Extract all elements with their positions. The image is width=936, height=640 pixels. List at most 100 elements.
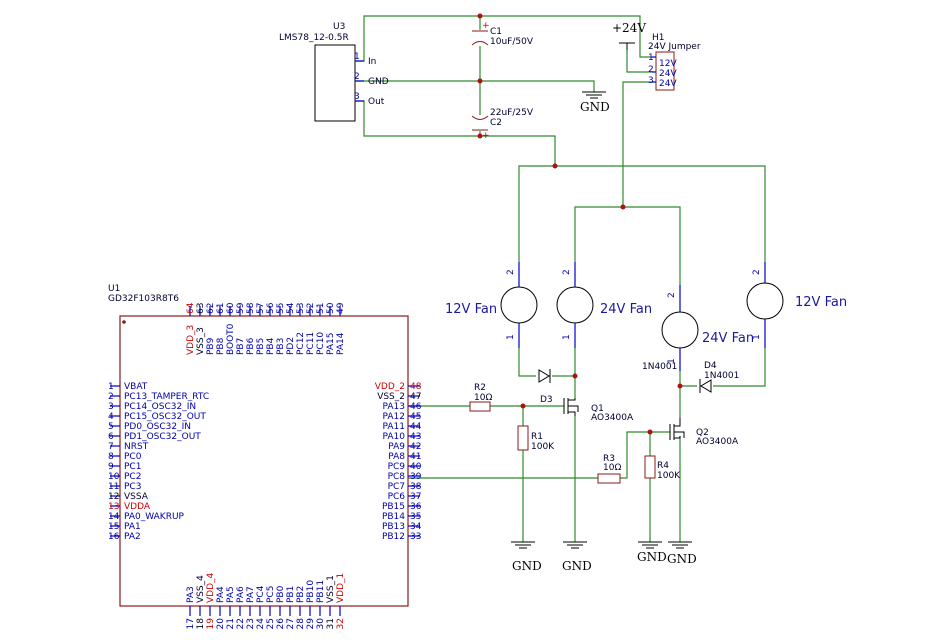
u1-pin-name: PA5 xyxy=(226,586,236,603)
u1-pin-num: 46 xyxy=(410,402,422,412)
d4-ref: D4 xyxy=(704,361,717,371)
u1-pin-num: 7 xyxy=(108,442,114,452)
u1-pin-name: PB13 xyxy=(382,522,405,532)
junction-dots xyxy=(477,13,683,435)
u1-pin-name: PB10 xyxy=(306,580,316,603)
svg-text:2: 2 xyxy=(506,269,516,275)
u1-pin-num: 55 xyxy=(276,303,286,314)
u1-right-pins: 48VDD_247VSS_246PA1345PA1244PA1143PA1042… xyxy=(375,382,422,542)
fan-1[interactable]: 2 1 12V Fan xyxy=(445,262,538,348)
u1-pin-num: 23 xyxy=(246,618,256,629)
svg-text:12V: 12V xyxy=(659,59,677,69)
power-24v-symbol: +24V xyxy=(612,21,646,50)
gnd-symbol-r1: GND xyxy=(511,541,542,573)
u1-pin-num: 21 xyxy=(226,618,236,629)
svg-text:1: 1 xyxy=(752,334,762,340)
fan-2-label: 24V Fan xyxy=(600,302,652,317)
svg-text:GND: GND xyxy=(667,552,697,566)
u1-pin-name: PB4 xyxy=(266,337,276,355)
r4-resistor[interactable]: R4 100K xyxy=(644,455,681,481)
u1-pin-name: VSS_3 xyxy=(196,327,206,355)
u1-pin-name: VSS_2 xyxy=(377,392,405,402)
svg-text:24V: 24V xyxy=(659,69,677,79)
u1-pin-num: 41 xyxy=(410,452,421,462)
u1-pin-num: 1 xyxy=(108,382,114,392)
q1-mosfet[interactable]: Q1 AO3400A xyxy=(563,398,634,423)
r2-value: 10Ω xyxy=(474,393,492,403)
u1-pin-name: PA15 xyxy=(326,333,336,355)
u1-pin-num: 63 xyxy=(196,303,206,314)
d4-value: 1N4001 xyxy=(704,371,739,381)
u1-pin-num: 27 xyxy=(286,618,296,629)
r2-resistor[interactable]: R2 10Ω xyxy=(469,383,492,412)
u1-top-pins: 64VDD_363VSS_362PB961PB860BOOT059PB758PB… xyxy=(186,302,346,355)
h1-jumper[interactable]: H1 24V Jumper 1 12V 2 24V 3 24V xyxy=(648,33,701,91)
u1-pin-num: 25 xyxy=(266,618,276,629)
gnd-symbol-r4: GND xyxy=(637,541,667,564)
u1-pin-name: VSS_1 xyxy=(326,575,336,603)
c2-capacitor[interactable]: + 22uF/25V C2 xyxy=(471,108,534,141)
r4-ref: R4 xyxy=(657,461,669,471)
h1-ref: H1 xyxy=(652,33,665,43)
u1-pin-name: PB7 xyxy=(236,338,246,355)
q1-value: AO3400A xyxy=(591,413,634,423)
u1-pin-name: PB5 xyxy=(256,338,266,355)
u1-pin-name: PB14 xyxy=(382,512,405,522)
fan-3[interactable]: 2 1 24V Fan xyxy=(661,285,754,371)
gnd-symbol-q1: GND xyxy=(562,541,592,573)
r3-resistor[interactable]: R3 10Ω xyxy=(597,454,621,484)
u1-pin-name: BOOT0 xyxy=(226,323,236,355)
u1-pin-num: 60 xyxy=(226,302,236,314)
d4-diode[interactable]: D4 1N4001 1N4001 xyxy=(642,361,739,393)
fan-2[interactable]: 2 1 24V Fan xyxy=(556,262,652,348)
wires xyxy=(356,15,766,542)
gnd-symbol-top: GND xyxy=(580,91,610,114)
u1-pin-name: PB2 xyxy=(296,586,306,603)
u1-pin-num: 14 xyxy=(108,512,120,522)
u1-pin-name: PB9 xyxy=(206,337,216,355)
u1-pin-name: PB1 xyxy=(286,586,296,603)
u1-pin-num: 15 xyxy=(108,522,119,532)
gnd-symbol-q2: GND xyxy=(667,541,697,566)
u1-pin-num: 52 xyxy=(306,303,316,314)
u1-pin-name: PB15 xyxy=(382,502,405,512)
svg-text:GND: GND xyxy=(512,559,542,573)
u1-pin-name: PB0 xyxy=(276,585,286,603)
svg-text:24V: 24V xyxy=(659,79,677,89)
fan-4[interactable]: 2 1 12V Fan xyxy=(746,262,847,348)
u3-pin3-num: 3 xyxy=(354,92,360,102)
u1-pin-name: PC6 xyxy=(388,492,406,502)
svg-text:1: 1 xyxy=(667,358,677,364)
fan-1-label: 12V Fan xyxy=(445,302,497,317)
svg-text:1: 1 xyxy=(562,334,572,340)
u1-pin-num: 10 xyxy=(108,472,120,482)
u1-pin-name: PC4 xyxy=(256,585,266,603)
u3-pin3-name: Out xyxy=(368,97,385,107)
u1-pin-num: 51 xyxy=(316,303,326,314)
u1-pin-name: VSS_4 xyxy=(196,575,206,603)
u1-ref: U1 xyxy=(108,284,120,294)
svg-text:2: 2 xyxy=(752,269,762,275)
d3-diode[interactable]: D3 xyxy=(538,369,553,405)
c1-capacitor[interactable]: + C1 10uF/50V xyxy=(471,21,534,47)
u1-pin-num: 29 xyxy=(306,618,316,630)
u1-pin-num: 5 xyxy=(108,422,114,432)
r2-ref: R2 xyxy=(474,383,486,393)
u1-pin-name: PB3 xyxy=(276,338,286,355)
r1-resistor[interactable]: R1 100K xyxy=(517,425,555,452)
u1-pin-num: 62 xyxy=(206,303,216,314)
u1-pin-num: 56 xyxy=(266,302,276,314)
u1-pin-num: 39 xyxy=(410,472,422,482)
q2-mosfet[interactable]: Q2 AO3400A xyxy=(669,418,739,447)
u1-pin-name: PC3 xyxy=(124,482,141,492)
c1-ref: C1 xyxy=(490,27,502,37)
u1-bottom-pins: 17PA318VSS_419VDD_420PA421PA522PA623PA72… xyxy=(186,572,346,629)
u1-pin-name: PD0_OSC32_IN xyxy=(124,422,191,432)
u3-ref: U3 xyxy=(333,22,345,32)
u1-pin-num: 49 xyxy=(336,302,346,314)
u3-regulator[interactable]: U3 LMS78_12-0.5R 1 In 2 GND 3 Out xyxy=(279,22,389,122)
u1-pin-num: 57 xyxy=(256,303,266,314)
u1-pin-num: 18 xyxy=(196,618,206,630)
